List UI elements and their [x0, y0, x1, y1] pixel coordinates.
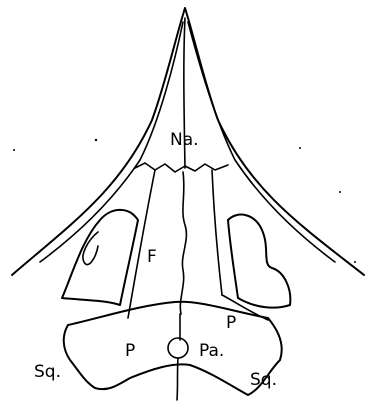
- label-squamosal-right: Sq.: [250, 370, 277, 390]
- pineal-foramen: [168, 338, 188, 358]
- label-parietal-right: Pa.: [199, 341, 224, 361]
- label-frontal: F: [147, 247, 157, 267]
- parietal-table: [64, 302, 282, 395]
- parietal-suture-lower: [177, 358, 178, 400]
- speck: [339, 191, 341, 193]
- speck: [95, 139, 97, 141]
- inner-snout-left: [40, 22, 183, 262]
- frontal-suture: [180, 172, 186, 314]
- speck: [299, 147, 301, 149]
- frontal-right-boundary: [212, 170, 222, 295]
- label-nasal: Na.: [170, 130, 199, 150]
- label-parietal-right-inner: P: [226, 313, 236, 333]
- inner-snout-right: [188, 22, 335, 262]
- speck: [13, 149, 15, 151]
- label-parietal-center: P: [125, 341, 135, 361]
- orbit-right: [228, 215, 290, 308]
- orbit-left: [62, 210, 138, 305]
- nasofrontal-suture: [135, 163, 228, 172]
- orbit-left-inner: [83, 232, 98, 265]
- label-squamosal-left: Sq.: [34, 362, 61, 382]
- speck: [354, 261, 356, 263]
